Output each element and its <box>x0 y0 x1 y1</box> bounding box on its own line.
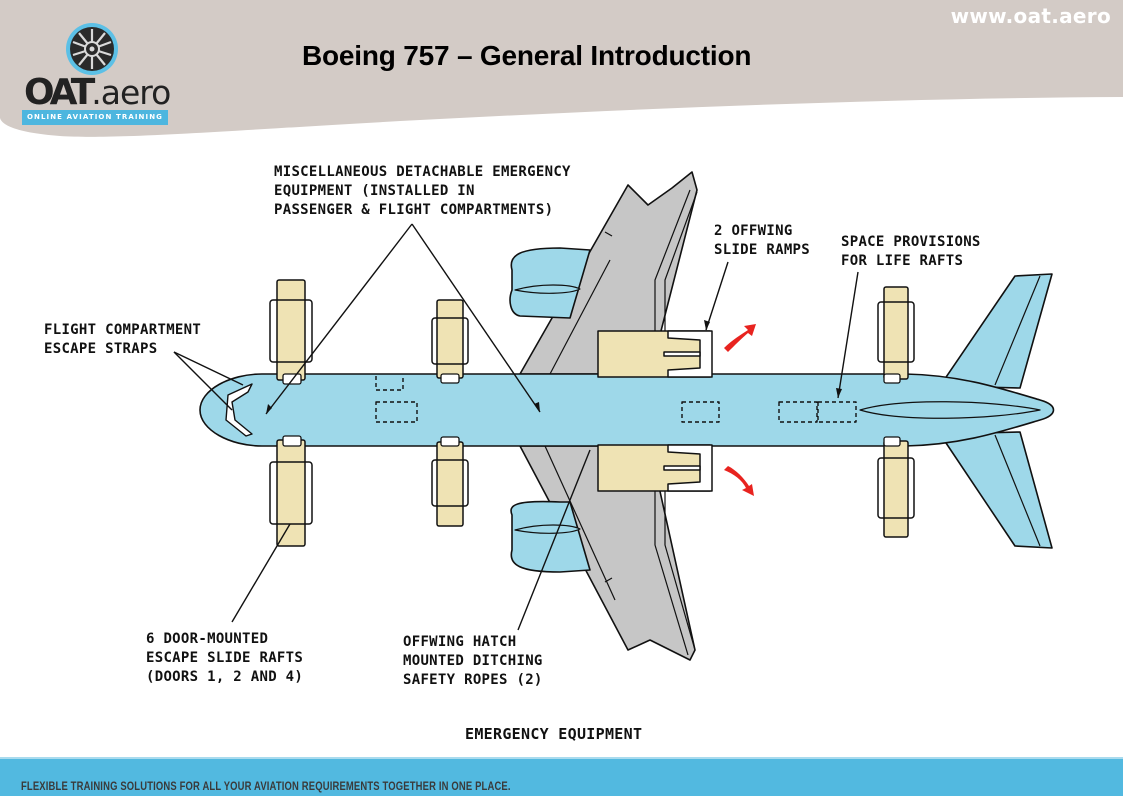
escape-strap <box>225 383 253 437</box>
logo-tagline: ONLINE AVIATION TRAINING <box>22 110 168 125</box>
aircraft-top-view <box>173 171 1055 661</box>
deploy-arrow-icon <box>724 466 754 496</box>
footer-slogan: FLEXIBLE TRAINING SOLUTIONS FOR ALL YOUR… <box>21 781 511 793</box>
label-escape-straps: FLIGHT COMPARTMENT ESCAPE STRAPS <box>44 322 202 357</box>
jet-engine-fan-icon <box>66 23 118 75</box>
deploy-arrow-icon <box>724 324 756 352</box>
label-door-slide-rafts: 6 DOOR-MOUNTED ESCAPE SLIDE RAFTS (DOORS… <box>146 631 304 685</box>
right-stabilizer <box>939 431 1053 549</box>
label-life-raft-provisions: SPACE PROVISIONS FOR LIFE RAFTS <box>841 234 981 269</box>
logo-wordmark: OAT.aero <box>24 72 171 113</box>
header-background <box>0 0 1123 137</box>
footer-bar: FLEXIBLE TRAINING SOLUTIONS FOR ALL YOUR… <box>0 757 1123 796</box>
label-misc-equipment: MISCELLANEOUS DETACHABLE EMERGENCY EQUIP… <box>274 164 571 218</box>
oat-logo[interactable]: OAT.aero ONLINE AVIATION TRAINING <box>18 22 171 126</box>
left-stabilizer <box>939 273 1053 389</box>
door-slide-rafts <box>269 279 915 547</box>
page-title: Boeing 757 – General Introduction <box>302 40 752 71</box>
diagram-caption: EMERGENCY EQUIPMENT <box>465 725 643 743</box>
label-offwing-slide-ramps: 2 OFFWING SLIDE RAMPS <box>714 223 811 258</box>
right-engine <box>510 500 591 573</box>
label-ditching-ropes: OFFWING HATCH MOUNTED DITCHING SAFETY RO… <box>403 634 543 688</box>
tail-cone <box>859 401 1041 419</box>
left-engine <box>509 247 591 319</box>
offwing-slide-ramps <box>597 330 713 492</box>
emergency-equipment-diagram: MISCELLANEOUS DETACHABLE EMERGENCY EQUIP… <box>0 150 1123 750</box>
website-url[interactable]: www.oat.aero <box>950 4 1111 28</box>
